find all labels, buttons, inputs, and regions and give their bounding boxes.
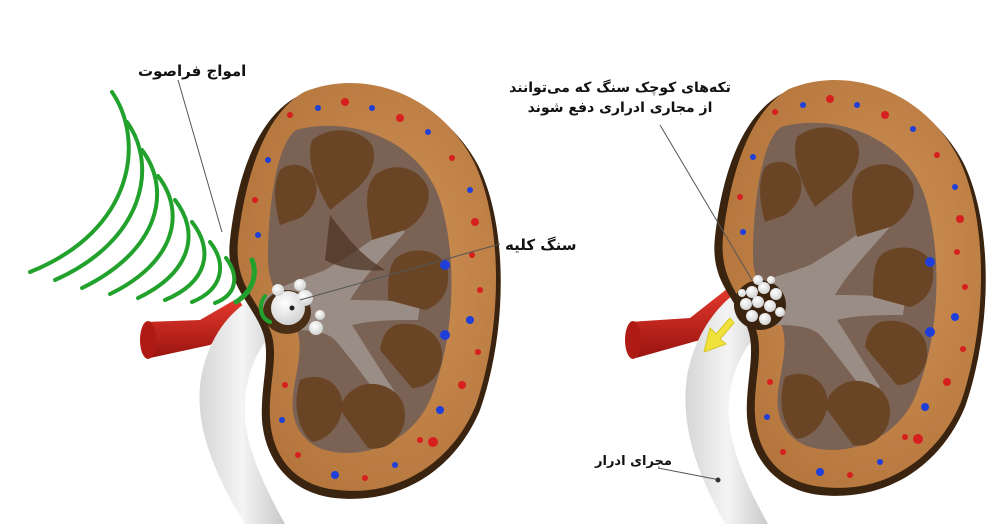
left-pyramid-1	[310, 130, 375, 210]
ultrasound-waves-label: امواج فراصوت	[138, 62, 247, 80]
left-pyramid-6	[296, 376, 343, 442]
right-pyramid-3	[873, 247, 934, 307]
right-pyramid-1	[795, 127, 860, 207]
left-vessel-dots	[252, 98, 483, 481]
left-ureter	[199, 300, 285, 524]
left-pyramid-3	[388, 250, 449, 310]
right-pyramid-5	[825, 380, 890, 446]
left-pyramid-7	[275, 164, 317, 225]
yellow-down-arrow-icon	[703, 317, 735, 353]
left-pyramid-5	[340, 383, 405, 449]
right-artery-end	[625, 321, 641, 359]
waves-leader-line	[177, 79, 223, 233]
right-vessel-dots	[737, 95, 968, 478]
stone-leader-line	[299, 243, 501, 301]
left-stone-wave-hit	[258, 294, 272, 324]
right-kidney-group	[625, 79, 986, 524]
left-pyramid-2	[367, 167, 429, 240]
right-renal-artery	[630, 285, 745, 358]
left-pyramid-4	[380, 323, 443, 388]
ultrasound-waves-icon	[28, 90, 237, 305]
ureter-leader-line	[657, 467, 721, 481]
fragments-leader-line	[659, 124, 753, 281]
right-pyramid-7	[760, 161, 802, 222]
left-calyx-shadow	[325, 215, 385, 271]
right-pyramid-2	[852, 164, 914, 237]
left-body-wave-hit	[233, 257, 257, 305]
stone-fragments-line-1: تکه‌های کوچک سنگ که می‌توانند	[509, 80, 731, 96]
right-pyramid-6	[781, 373, 828, 439]
kidney-stone-label: سنگ کلیه	[505, 236, 577, 254]
ureter-leader-dot	[715, 477, 721, 483]
right-pyramid-4	[865, 320, 928, 385]
stone-fragments-line-2: از مجاری ادراری دفع شوند	[527, 100, 713, 116]
left-artery-end	[140, 321, 156, 359]
left-renal-artery	[145, 298, 250, 358]
right-stone-fragments	[734, 275, 786, 330]
left-renal-pelvis	[262, 220, 420, 400]
left-kidney-stone	[263, 279, 325, 335]
right-renal-pelvis	[745, 215, 905, 395]
left-kidney-group	[140, 82, 501, 524]
stone-fragments-label: تکه‌های کوچک سنگ که می‌توانند از مجاری ا…	[505, 78, 735, 118]
ureter-label: مجرای ادرار	[595, 454, 672, 469]
